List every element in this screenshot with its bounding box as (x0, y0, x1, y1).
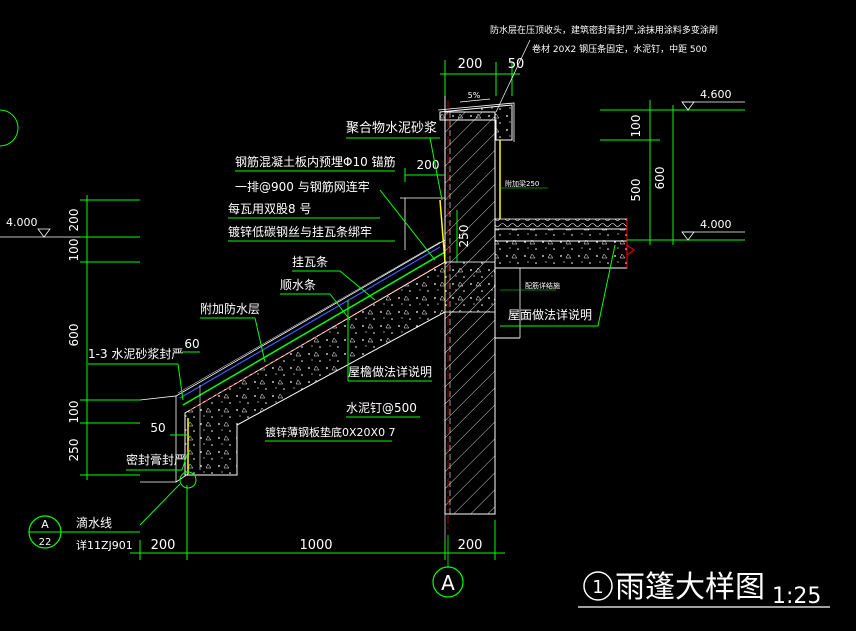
dim-left-600: 600 (67, 324, 81, 347)
detail-ref: A 22 滴水线 详11ZJ901 (28, 471, 197, 552)
axis-label: A (441, 571, 455, 595)
note-steel-plate: 镀锌薄钢板垫底0X20X0 7 (265, 425, 396, 439)
annotations: 防水层在压顶收头，建筑密封膏封严,涂抹用涂料多变涂刷 卷材 20X2 钢压条固定… (88, 24, 718, 471)
dim-60: 60 (184, 337, 199, 351)
note-rebar-2: 一排@900 与钢筋网连牢 (235, 179, 370, 194)
dim-right-500: 500 (629, 179, 643, 202)
dim-left-200: 200 (67, 209, 81, 232)
note-top-1: 防水层在压顶收头，建筑密封膏封严,涂抹用涂料多变涂刷 (490, 24, 718, 36)
note-roof: 屋面做法详说明 (508, 307, 592, 322)
title-number-circle (583, 571, 613, 601)
dim-50: 50 (150, 421, 165, 435)
note-top-2: 卷材 20X2 钢压条固定，水泥钉，中距 500 (532, 43, 707, 55)
note-eave: 屋檐做法详说明 (348, 364, 432, 379)
title-block: 1 雨篷大样图 1:25 (578, 570, 830, 609)
dim-bot-1000: 1000 (299, 538, 332, 553)
note-extra-wp: 附加防水层 (200, 301, 260, 316)
note-beam-1: 附加梁250 (505, 179, 539, 188)
level-left-4000: 4.000 (6, 216, 38, 229)
dim-mid-200: 200 (417, 158, 440, 172)
flat-roof (494, 140, 635, 339)
level-right-4000: 4.000 (700, 218, 732, 231)
note-nail: 水泥钉@500 (346, 401, 417, 415)
edge-arc (0, 109, 19, 147)
mid-dims: 200 250 60 50 (150, 158, 471, 436)
level-right-4600: 4.600 (700, 88, 732, 101)
canopy-slab (139, 197, 446, 483)
note-polymer: 聚合物水泥砂浆 (346, 121, 437, 136)
note-counter-batten: 顺水条 (280, 278, 316, 292)
note-mortar: 1-3 水泥砂浆封严 (88, 346, 183, 361)
dim-right-600: 600 (653, 167, 667, 190)
right-dims: 100 500 600 4.600 4.000 (600, 88, 745, 245)
wall (444, 111, 496, 515)
note-rebar-1: 钢筋混凝土板内预埋Φ10 锚筋 (235, 154, 396, 169)
note-beam-2: 配筋详结施 (525, 281, 560, 290)
bottom-dims: 200 1000 200 (130, 485, 505, 560)
detail-bottom: 22 (39, 537, 52, 548)
note-galv-wire: 镀锌低碳钢丝与挂瓦条绑牢 (228, 224, 372, 239)
dim-left-100a: 100 (67, 239, 81, 262)
left-dims: 200 100 600 100 250 4.000 (0, 195, 140, 480)
dim-left-250: 250 (67, 439, 81, 462)
title-number: 1 (592, 577, 603, 598)
title-text: 雨篷大样图 (615, 570, 765, 605)
dim-right-100: 100 (629, 115, 643, 138)
dim-mid-250: 250 (457, 225, 471, 248)
axis-bubble (432, 566, 464, 598)
note-sealant: 密封膏封严 (126, 452, 186, 467)
axis-line: A (432, 60, 464, 598)
note-batten: 挂瓦条 (292, 255, 328, 269)
title-scale: 1:25 (772, 584, 821, 609)
dim-bot-200a: 200 (151, 538, 176, 553)
detail-ref-code: 详11ZJ901 (76, 538, 133, 552)
dim-bot-200b: 200 (458, 538, 483, 553)
detail-top: A (41, 518, 49, 531)
dim-top-200: 200 (458, 57, 483, 72)
detail-label: 滴水线 (76, 515, 112, 530)
slope-label: 5% (468, 91, 481, 100)
dim-left-100b: 100 (67, 401, 81, 424)
note-tile-wire: 每瓦用双股8 号 (228, 201, 311, 216)
